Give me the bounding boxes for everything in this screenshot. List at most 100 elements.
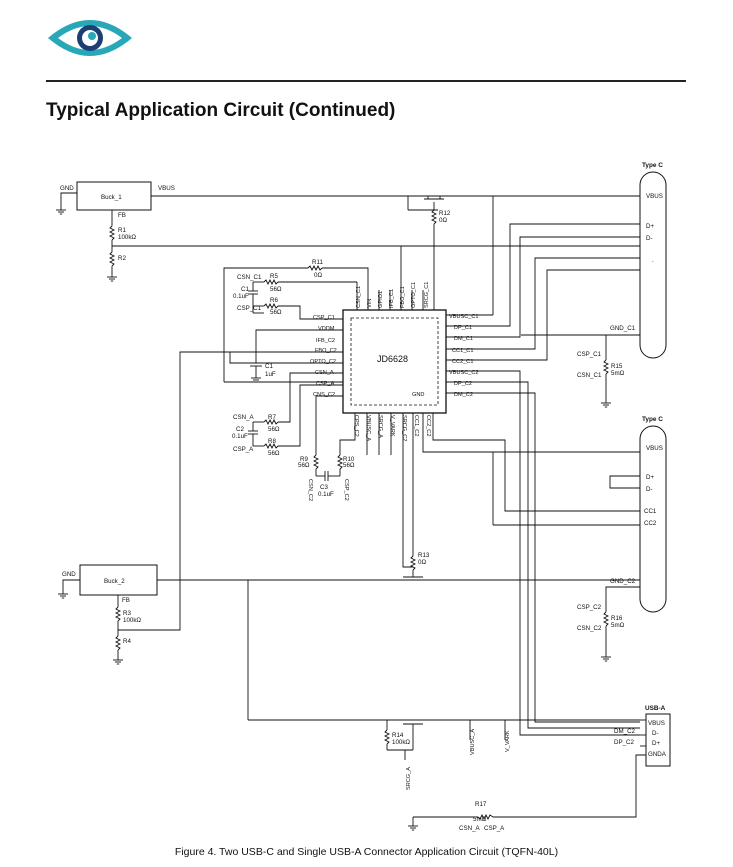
c2-value: 0.1uF <box>232 433 248 440</box>
typec1-dminus: D- <box>646 235 653 242</box>
eye-logo-icon <box>48 20 132 56</box>
r14-label: R14 <box>392 732 404 739</box>
csn-a-label: CSN_A <box>233 414 255 421</box>
pin-vddm: VDDM <box>318 326 335 332</box>
typec2-cc1: CC1 <box>644 508 657 515</box>
mosfet-usba: R14 100kΩ SRCG_A <box>383 720 423 790</box>
pin-fbo-c2: FBO_C2 <box>315 348 337 354</box>
usba-vbus: VBUS <box>648 720 665 727</box>
r13-value: 0Ω <box>418 559 426 566</box>
buck-2: Buck_2 GND FB R3 100kΩ R4 <box>57 564 158 665</box>
pin-cc2-c2: CC2_C2 <box>425 415 431 436</box>
r6-value: 56Ω <box>270 309 282 316</box>
r8-label: R8 <box>268 438 276 445</box>
pin-srcg-c1: SRCG_C1 <box>424 282 430 308</box>
csn-c2-network: R9 56Ω R10 56Ω C3 0.1uF CSN_C2 CSP_C2 <box>298 395 356 501</box>
ic-jd6628: JD6628 GND <box>342 309 447 414</box>
gnd-c2-label: GND_C2 <box>610 578 636 585</box>
r11-value: 0Ω <box>314 272 322 279</box>
typec2-dplus: D+ <box>646 474 654 481</box>
r8-value: 56Ω <box>268 450 280 457</box>
r14-value: 100kΩ <box>392 739 410 746</box>
csp-c1-sense-label: CSP_C1 <box>577 351 602 358</box>
pin-vbusc-a: VBUSC_A <box>365 415 371 441</box>
pin-csp-a: CSP_A <box>316 381 335 387</box>
srcg-a-label: SRCG_A <box>406 767 412 790</box>
r5-label: R5 <box>270 273 278 280</box>
buck1-fb-label: FB <box>118 212 126 219</box>
c2-label: C2 <box>236 426 244 433</box>
r7-value: 56Ω <box>268 426 280 433</box>
buck-1: Buck_1 GND VBUS FB <box>55 181 175 219</box>
r1-label: R1 <box>118 227 126 234</box>
typec2-title: Type C <box>642 416 663 423</box>
r7-label: R7 <box>268 414 276 421</box>
v-vark-label: V_VARK <box>505 730 511 752</box>
ic-name: JD6628 <box>377 354 408 364</box>
pin-cc2-c1: CC2_C1 <box>452 359 473 365</box>
buck1-vbus-label: VBUS <box>158 185 175 192</box>
pin-opto-c2: OPTO_C2 <box>310 359 336 365</box>
r3-value: 100kΩ <box>123 617 141 624</box>
buck2-label: Buck_2 <box>104 578 125 585</box>
dp-c2-label: DP_C2 <box>614 739 635 746</box>
pin-ifb-c2: IFB_C2 <box>316 338 335 344</box>
buck1-gnd-label: GND <box>60 185 74 192</box>
vbusc-a-label: VBUSC_A <box>470 729 476 755</box>
typec1-dot: . <box>652 257 654 264</box>
ic-bottom-pins: CPS_C2 VBUSC_A SRCG_A V_VARK SRCG_C2 CC1… <box>353 415 431 441</box>
r3-label: R3 <box>123 610 131 617</box>
r11-label: R11 <box>312 259 323 266</box>
r13-label: R13 <box>418 552 430 559</box>
ic-right-pins: VBUSC_C1 DP_C1 DM_C1 CC1_C1 CC2_C1 VBUSC… <box>449 314 479 398</box>
r12-value: 0Ω <box>439 217 447 224</box>
header-rule <box>46 80 686 82</box>
gnd-c1-sense: GND_C1 CSP_C1 CSN_C1 R15 5mΩ <box>577 325 640 408</box>
cvddm-label: C1 <box>265 363 273 370</box>
csn-a-network: CSN_A CSP_A R7 56Ω C2 0.1uF R8 56Ω <box>232 372 343 457</box>
csn-c1-label: CSN_C1 <box>237 274 262 281</box>
usba-gnda: GNDA <box>648 751 667 758</box>
buck1-label: Buck_1 <box>101 194 122 201</box>
r5-value: 56Ω <box>270 286 282 293</box>
csn-c1-sense-label: CSN_C1 <box>577 372 602 379</box>
ic-left-pins: CSP_C1 VDDM IFB_C2 FBO_C2 OPTO_C2 CSN_A … <box>310 315 337 398</box>
pin-cc1-c2: CC1_C2 <box>413 415 419 436</box>
r1-value: 100kΩ <box>118 234 136 241</box>
page-title: Typical Application Circuit (Continued) <box>46 100 396 121</box>
r9-value: 56Ω <box>298 462 310 469</box>
ic-top-pins: CSN_C1 VIN GPIO1 IFB_C1 FBO_C1 OPTO_C1 S… <box>356 282 430 308</box>
pin-vin: VIN <box>367 299 373 308</box>
typec1-dplus: D+ <box>646 223 654 230</box>
pin-cns-c2: CNS_C2 <box>313 392 335 398</box>
r15-value: 5mΩ <box>611 370 625 377</box>
pin-csn-c1: CSN_C1 <box>356 286 362 308</box>
r10-value: 56Ω <box>343 462 355 469</box>
mosfet-c1: R12 0Ω <box>407 196 451 310</box>
buck2-fb-label: FB <box>122 597 130 604</box>
gnd-c1-label: GND_C1 <box>610 325 636 332</box>
figure-caption: Figure 4. Two USB-C and Single USB-A Con… <box>174 846 559 858</box>
r16-label: R16 <box>611 615 623 622</box>
pin-ifb-c1: IFB_C1 <box>389 289 395 308</box>
r17-csp-a-label: CSP_A <box>484 825 505 832</box>
pin-srcg-a: SRCG_A <box>377 415 383 438</box>
typec2-vbus: VBUS <box>646 445 663 452</box>
pin-cc1-c1: CC1_C1 <box>452 348 473 354</box>
pin-vbusc-c2: VBUSC_C2 <box>449 370 479 376</box>
r17-csn-a-label: CSN_A <box>459 825 481 832</box>
r2-label: R2 <box>118 255 126 262</box>
typec1-vbus: VBUS <box>646 193 663 200</box>
typec2-cc2: CC2 <box>644 520 657 527</box>
csp-a-label: CSP_A <box>233 446 254 453</box>
pin-gpio1: GPIO1 <box>378 291 384 308</box>
csn-c2-sense-label: CSN_C2 <box>577 625 602 632</box>
ic-gnd-pin: GND <box>412 392 424 398</box>
r6-label: R6 <box>270 297 278 304</box>
c3-label: C3 <box>320 484 328 491</box>
pin-dp-c1: DP_C1 <box>454 325 472 331</box>
pin-csp-c1: CSP_C1 <box>313 315 335 321</box>
pin-dm-c1: DM_C1 <box>454 336 473 342</box>
r12-label: R12 <box>439 210 451 217</box>
